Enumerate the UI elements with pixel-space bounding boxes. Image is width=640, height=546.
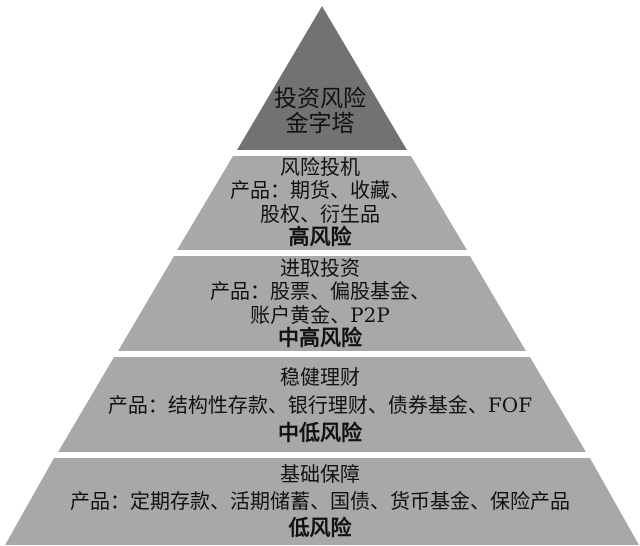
tier-speculation-text-block: 风险投机 产品：期货、收藏、 股权、衍生品 高风险 bbox=[0, 155, 640, 250]
tier-speculation-name: 风险投机 bbox=[280, 154, 360, 179]
pyramid-title-block: 投资风险 金字塔 bbox=[0, 83, 640, 141]
tier-aggressive-products-line-1: 产品：股票、偏股基金、 bbox=[210, 279, 430, 303]
tier-steady-text-block: 稳健理财 产品：结构性存款、银行理财、债券基金、FOF 中低风险 bbox=[0, 357, 640, 452]
tier-steady-risk-label: 中低风险 bbox=[278, 420, 362, 445]
tier-speculation-products-line-2: 股权、衍生品 bbox=[260, 201, 380, 226]
tier-aggressive-name: 进取投资 bbox=[280, 255, 360, 280]
pyramid-title-line-2: 金字塔 bbox=[285, 111, 355, 137]
tier-steady-products-line-1: 产品：结构性存款、银行理财、债券基金、FOF bbox=[107, 392, 533, 417]
tier-steady-name: 稳健理财 bbox=[280, 364, 360, 389]
tier-speculation-products-line-1: 产品：期货、收藏、 bbox=[230, 178, 410, 202]
tier-basic-name: 基础保障 bbox=[280, 462, 360, 486]
pyramid-tier-4-shape bbox=[58, 357, 586, 452]
tier-basic-risk-label: 低风险 bbox=[288, 516, 352, 540]
tier-aggressive-text-block: 进取投资 产品：股票、偏股基金、 账户黄金、P2P 中高风险 bbox=[0, 256, 640, 351]
tier-basic-products-line-1: 产品：定期存款、活期储蓄、国债、货币基金、保险产品 bbox=[70, 489, 570, 513]
tier-aggressive-products-line-2: 账户黄金、P2P bbox=[250, 302, 390, 327]
tier-aggressive-risk-label: 中高风险 bbox=[278, 326, 362, 350]
pyramid-apex-shape bbox=[237, 6, 407, 150]
tier-basic-text-block: 基础保障 产品：定期存款、活期储蓄、国债、货币基金、保险产品 低风险 bbox=[0, 458, 640, 545]
pyramid-title-line-1: 投资风险 bbox=[274, 86, 366, 112]
pyramid-tier-3-shape bbox=[118, 256, 526, 351]
tier-speculation-risk-label: 高风险 bbox=[288, 225, 352, 249]
pyramid-tier-5-shape bbox=[5, 458, 639, 545]
pyramid-tier-2-shape bbox=[177, 156, 467, 250]
